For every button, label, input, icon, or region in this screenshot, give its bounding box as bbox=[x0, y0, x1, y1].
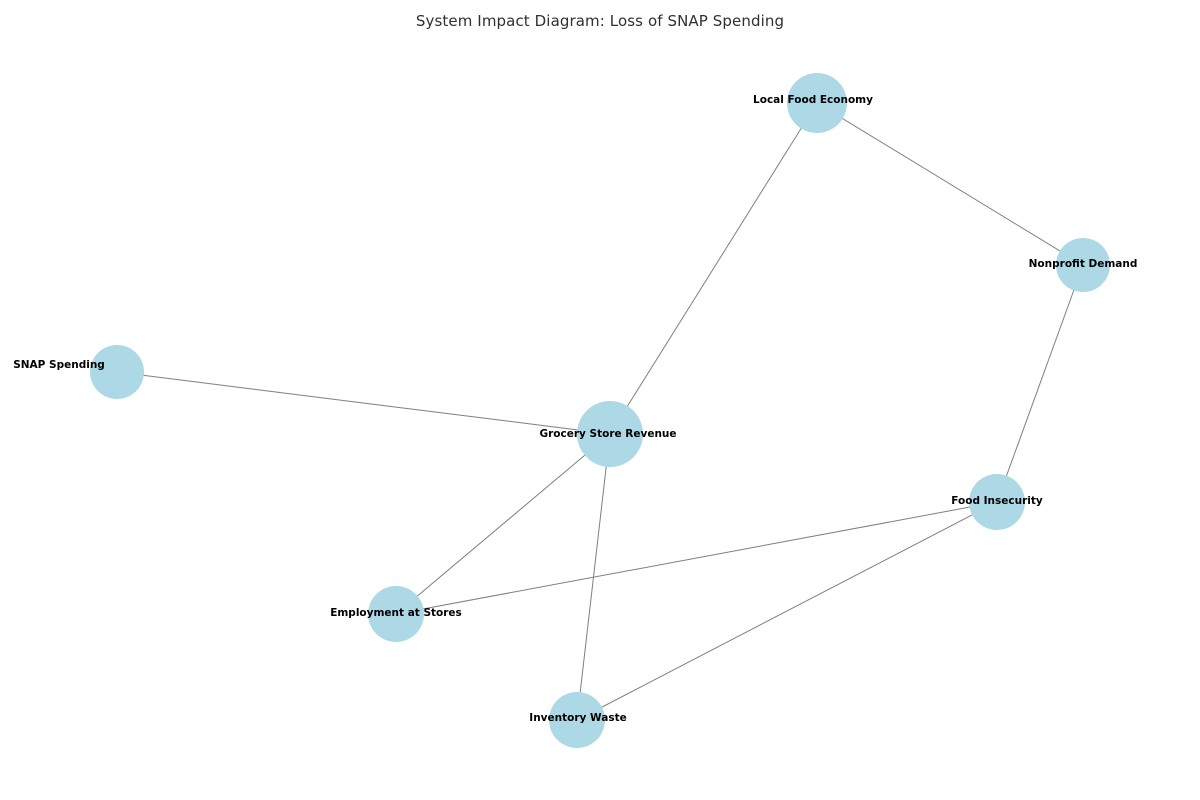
edges-group bbox=[116, 102, 1084, 721]
graph-edge bbox=[576, 501, 998, 721]
graph-edge bbox=[116, 371, 611, 435]
graph-edge bbox=[395, 433, 611, 615]
graph-edge bbox=[816, 102, 1084, 266]
graph-node-nonprofit-demand[interactable] bbox=[1056, 238, 1110, 292]
graph-edge bbox=[609, 102, 818, 435]
graph-edge bbox=[395, 501, 998, 615]
graph-node-grocery-store-revenue[interactable] bbox=[577, 401, 643, 467]
graph-node-snap-spending[interactable] bbox=[90, 345, 144, 399]
nodes-group bbox=[90, 73, 1110, 748]
graph-node-food-insecurity[interactable] bbox=[969, 474, 1025, 530]
graph-node-inventory-waste[interactable] bbox=[549, 692, 605, 748]
page-title: System Impact Diagram: Loss of SNAP Spen… bbox=[415, 12, 785, 30]
graph-node-employment-at-stores[interactable] bbox=[368, 586, 424, 642]
graph-node-local-food-economy[interactable] bbox=[787, 73, 847, 133]
graph-edge bbox=[996, 264, 1084, 503]
